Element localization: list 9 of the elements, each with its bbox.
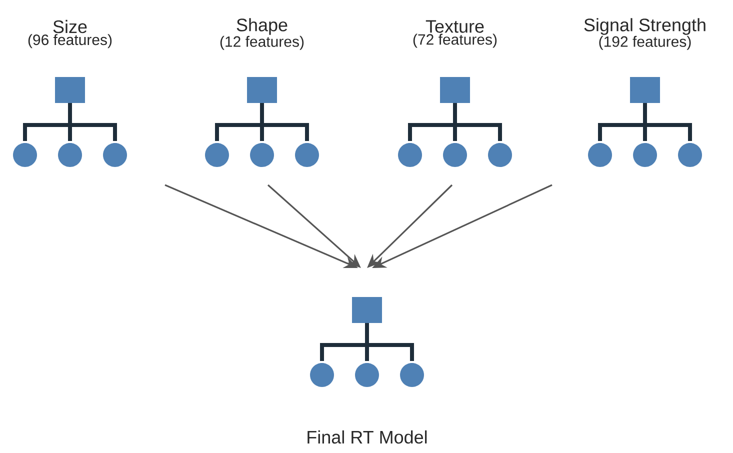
feature-count: (192 features)	[599, 36, 691, 50]
node-title: Final RT Model	[308, 430, 427, 444]
node-title: Texture	[426, 20, 484, 33]
node-title: Shape	[236, 18, 288, 35]
node-title: Size	[53, 20, 87, 34]
node-title: Signal Strength	[584, 18, 706, 35]
feature-count: (96 features)	[28, 34, 112, 48]
feature-count: (12 features)	[220, 36, 304, 50]
feature-count: (72 features)	[413, 34, 497, 48]
